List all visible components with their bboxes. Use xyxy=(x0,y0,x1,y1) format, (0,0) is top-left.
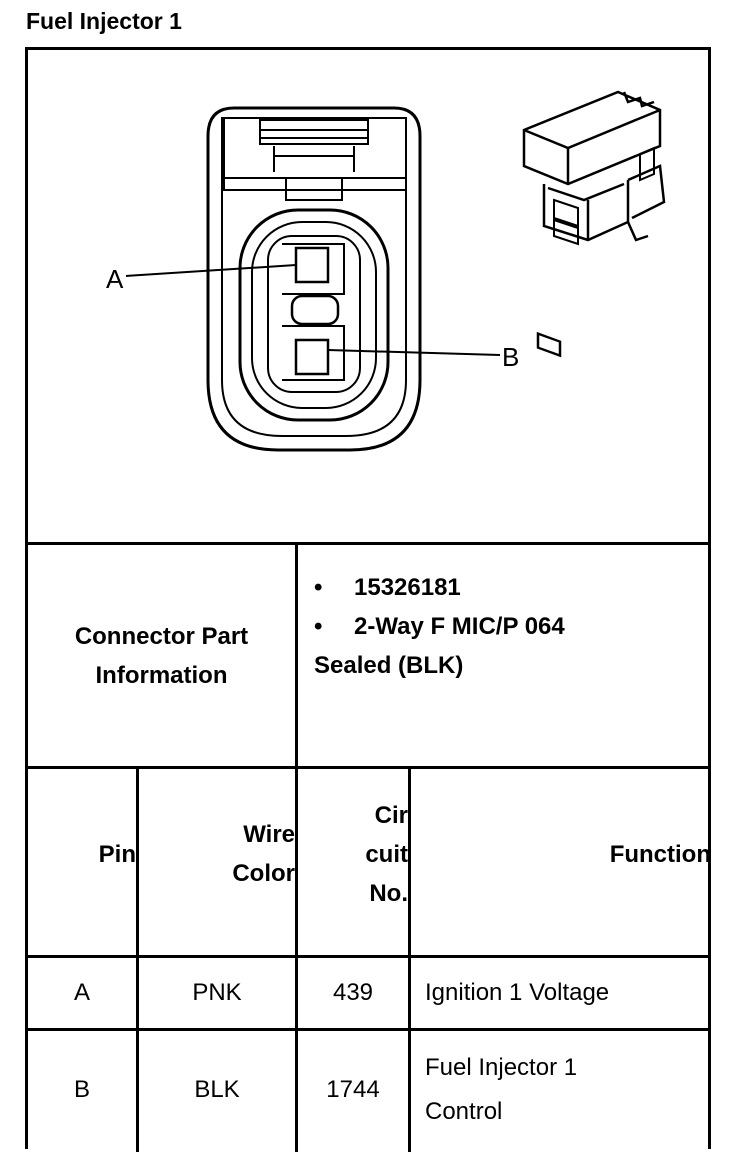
header-pin-text: Pin xyxy=(98,840,136,868)
terminal-key xyxy=(290,294,340,326)
part-description: 2-Way F MIC/P 064 xyxy=(354,613,565,640)
label-a: A xyxy=(106,264,124,294)
col-divider xyxy=(408,769,411,1152)
header-circuit: Cir cuit No. xyxy=(298,769,408,955)
divider-row-a xyxy=(28,1028,708,1031)
col-divider xyxy=(136,769,139,1152)
connector-sheet: A B Connector Part Information • 15326 xyxy=(25,47,711,1152)
bullet: • xyxy=(314,613,323,640)
divider-header xyxy=(28,955,708,958)
bullet: • xyxy=(314,574,323,601)
header-circuit-line3: No. xyxy=(369,879,408,907)
header-function: Function xyxy=(411,769,711,955)
table-row-b-function: Fuel Injector 1 Control xyxy=(411,1031,711,1149)
col-divider xyxy=(295,769,298,1152)
divider-part-info xyxy=(295,542,298,766)
table-row-a-circuit: 439 xyxy=(332,979,374,1006)
seal-outer xyxy=(238,208,390,422)
table-row-b-pin: B xyxy=(73,1076,90,1103)
leader-a xyxy=(125,264,297,277)
terminal-b xyxy=(294,338,330,376)
seal-inner xyxy=(267,235,361,393)
connector-part-info-values: • 15326181 • 2-Way F MIC/P 064 Sealed (B… xyxy=(314,568,694,685)
connector-part-label-line1: Connector Part xyxy=(74,622,249,650)
header-wire-color: Wire Color xyxy=(139,769,295,955)
header-pin: Pin xyxy=(28,769,136,955)
table-row-b-wire-color: BLK xyxy=(194,1076,240,1103)
label-b: B xyxy=(502,342,519,372)
header-wire-color-line1: Wire xyxy=(243,821,295,848)
connector-diagram: A B xyxy=(106,90,666,452)
table-row-a-pin: A xyxy=(73,979,90,1006)
latch-top xyxy=(259,119,369,145)
seal-mid xyxy=(251,221,377,409)
latch-housing xyxy=(223,117,407,191)
header-function-text: Function xyxy=(609,840,711,868)
table-row-b-function-line2: Control xyxy=(425,1098,503,1125)
table-row-a-wire-color: PNK xyxy=(192,979,242,1006)
table-row-a-function: Ignition 1 Voltage xyxy=(425,979,610,1006)
divider-part-info-bottom xyxy=(28,766,708,769)
connector-body-outer xyxy=(206,106,422,452)
connector-part-info-label: Connector Part Information xyxy=(28,545,295,766)
connector-body-inner xyxy=(221,117,407,437)
header-circuit-line2: cuit xyxy=(365,840,408,868)
header-wire-color-line2: Color xyxy=(232,860,295,887)
table-row-b-function-line1: Fuel Injector 1 xyxy=(425,1054,578,1081)
header-circuit-line1: Cir xyxy=(374,801,408,829)
part-number: 15326181 xyxy=(354,574,461,601)
leader-b xyxy=(327,349,501,356)
divider-drawing xyxy=(28,542,708,545)
page-title: Fuel Injector 1 xyxy=(26,8,182,34)
table-row-b-circuit: 1744 xyxy=(326,1076,380,1103)
terminal-a xyxy=(294,246,330,284)
connector-isometric-view xyxy=(522,90,666,358)
connector-part-label-line2: Information xyxy=(95,661,228,689)
part-description-seal: Sealed (BLK) xyxy=(314,652,464,679)
